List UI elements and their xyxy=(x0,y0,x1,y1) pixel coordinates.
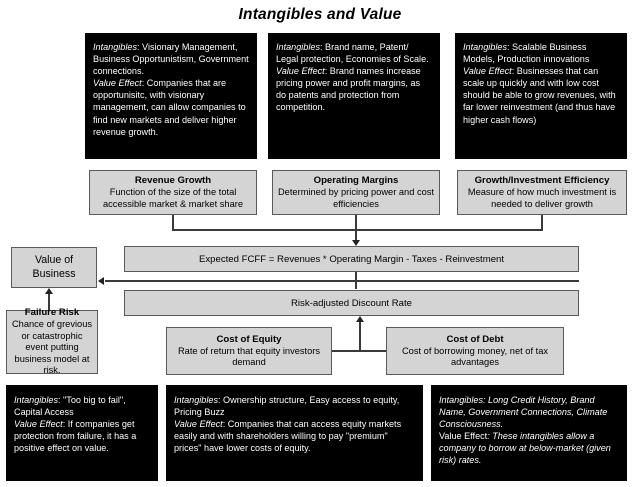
note-value-effect-label: Value Effect xyxy=(14,419,63,430)
arrow-into-value-of-business-from-failure-icon xyxy=(44,288,53,294)
arrow-into-fcff-icon xyxy=(351,240,360,246)
cost-of-equity-heading: Cost of Equity xyxy=(216,333,282,345)
failure-risk-heading: Failure Risk xyxy=(24,307,80,319)
risk-adjusted-discount-rate-bar[interactable]: Risk-adjusted Discount Rate xyxy=(124,290,579,316)
driver-body: Function of the size of the total access… xyxy=(102,187,244,209)
note-value-effect-text: : Businesses that can scale up quickly a… xyxy=(463,66,616,125)
note-value-effect-label: Value Effect xyxy=(276,66,325,77)
note-intangibles-text: : Scalable Business Models, Production i… xyxy=(463,42,590,65)
cost-of-debt-heading: Cost of Debt xyxy=(446,333,504,345)
driver-box-growth-investment-efficiency[interactable]: Growth/Investment Efficiency Measure of … xyxy=(457,170,627,215)
risk-adjusted-discount-rate-label: Risk-adjusted Discount Rate xyxy=(290,297,413,309)
arrow-into-value-of-business-icon xyxy=(98,276,104,285)
note-intangibles-label: Intangibles xyxy=(463,42,507,52)
note-value-effect-text: : These intangibles allow a company to b… xyxy=(439,431,611,466)
note-box-revenue-growth: Intangibles: Visionary Management, Busin… xyxy=(85,33,257,159)
note-value-effect-text: : Companies that can access equity marke… xyxy=(174,419,402,454)
note-box-operating-margins: Intangibles: Brand name, Patent/ Legal p… xyxy=(268,33,440,159)
note-intangibles-text: : Ownership structure, Easy access to eq… xyxy=(174,395,400,418)
failure-risk-body: Chance of grevious or catastrophic event… xyxy=(11,319,93,376)
cost-of-equity-body: Rate of return that equity investors dem… xyxy=(177,345,321,367)
value-of-business-line1: Value of xyxy=(34,254,74,266)
driver-body: Measure of how much investment is needed… xyxy=(467,187,617,209)
connector-bus-to-fcff xyxy=(355,229,357,241)
note-box-growth-efficiency: Intangibles: Scalable Business Models, P… xyxy=(455,33,627,159)
note-value-effect-text: : Companies that are opportunisitc, with… xyxy=(93,78,246,137)
note-box-failure-risk: Intangibles: "Too big to fail", Capital … xyxy=(6,385,158,481)
value-of-business-line2: Business xyxy=(32,267,76,280)
page-title: Intangibles and Value xyxy=(238,6,402,23)
arrow-into-discount-rate-icon xyxy=(355,316,364,322)
connector-growth-efficiency-drop xyxy=(541,215,543,230)
driver-heading: Operating Margins xyxy=(313,175,399,187)
driver-box-revenue-growth[interactable]: Revenue Growth Function of the size of t… xyxy=(89,170,257,215)
connector-revenue-growth-drop xyxy=(172,215,174,230)
driver-heading: Revenue Growth xyxy=(134,175,212,187)
cost-of-equity-box[interactable]: Cost of Equity Rate of return that equit… xyxy=(166,327,332,375)
cost-of-debt-box[interactable]: Cost of Debt Cost of borrowing money, ne… xyxy=(386,327,564,375)
expected-fcff-label: Expected FCFF = Revenues * Operating Mar… xyxy=(198,253,505,265)
driver-heading: Growth/Investment Efficiency xyxy=(474,175,610,187)
note-box-cost-of-debt: Intangibles: Long Credit History, Brand … xyxy=(431,385,627,481)
note-intangibles-label: Intangibles xyxy=(174,395,218,405)
note-intangibles-label: Intangibles xyxy=(439,395,483,405)
note-value-effect-label: Value Effect xyxy=(439,431,488,442)
note-intangibles-text: : Brand name, Patent/ Legal protection, … xyxy=(276,42,429,65)
note-intangibles-label: Intangibles xyxy=(276,42,320,52)
connector-operating-margins-drop xyxy=(355,215,357,230)
note-intangibles-text: : "Too big to fail", Capital Access xyxy=(14,395,126,418)
connector-failure-risk-to-value xyxy=(48,292,50,310)
failure-risk-box[interactable]: Failure Risk Chance of grevious or catas… xyxy=(6,307,98,376)
note-value-effect-text: : Brand names increase pricing power and… xyxy=(276,66,421,113)
connector-fcff-to-value xyxy=(105,280,579,282)
note-intangibles-label: Intangibles xyxy=(14,395,58,405)
cost-of-debt-body: Cost of borrowing money, net of tax adva… xyxy=(401,345,549,367)
note-value-effect-text: : If companies get protection from failu… xyxy=(14,419,137,454)
value-of-business-box[interactable]: Value of Business xyxy=(11,247,97,288)
note-intangibles-text: : Visionary Management, Business Opportu… xyxy=(93,42,249,77)
note-value-effect-label: Value Effect xyxy=(463,66,512,77)
expected-fcff-bar[interactable]: Expected FCFF = Revenues * Operating Mar… xyxy=(124,246,579,272)
note-intangibles-text: : Long Credit History, Brand Name, Gover… xyxy=(439,395,608,430)
driver-box-operating-margins[interactable]: Operating Margins Determined by pricing … xyxy=(272,170,440,215)
note-box-cost-of-equity: Intangibles: Ownership structure, Easy a… xyxy=(166,385,423,481)
note-value-effect-label: Value Effect xyxy=(174,419,223,430)
note-value-effect-label: Value Effect xyxy=(93,78,142,89)
driver-body: Determined by pricing power and cost eff… xyxy=(277,187,435,209)
connector-costs-to-discount-rate xyxy=(359,322,361,351)
connector-drivers-bus xyxy=(172,229,543,231)
note-intangibles-label: Intangibles xyxy=(93,42,137,52)
